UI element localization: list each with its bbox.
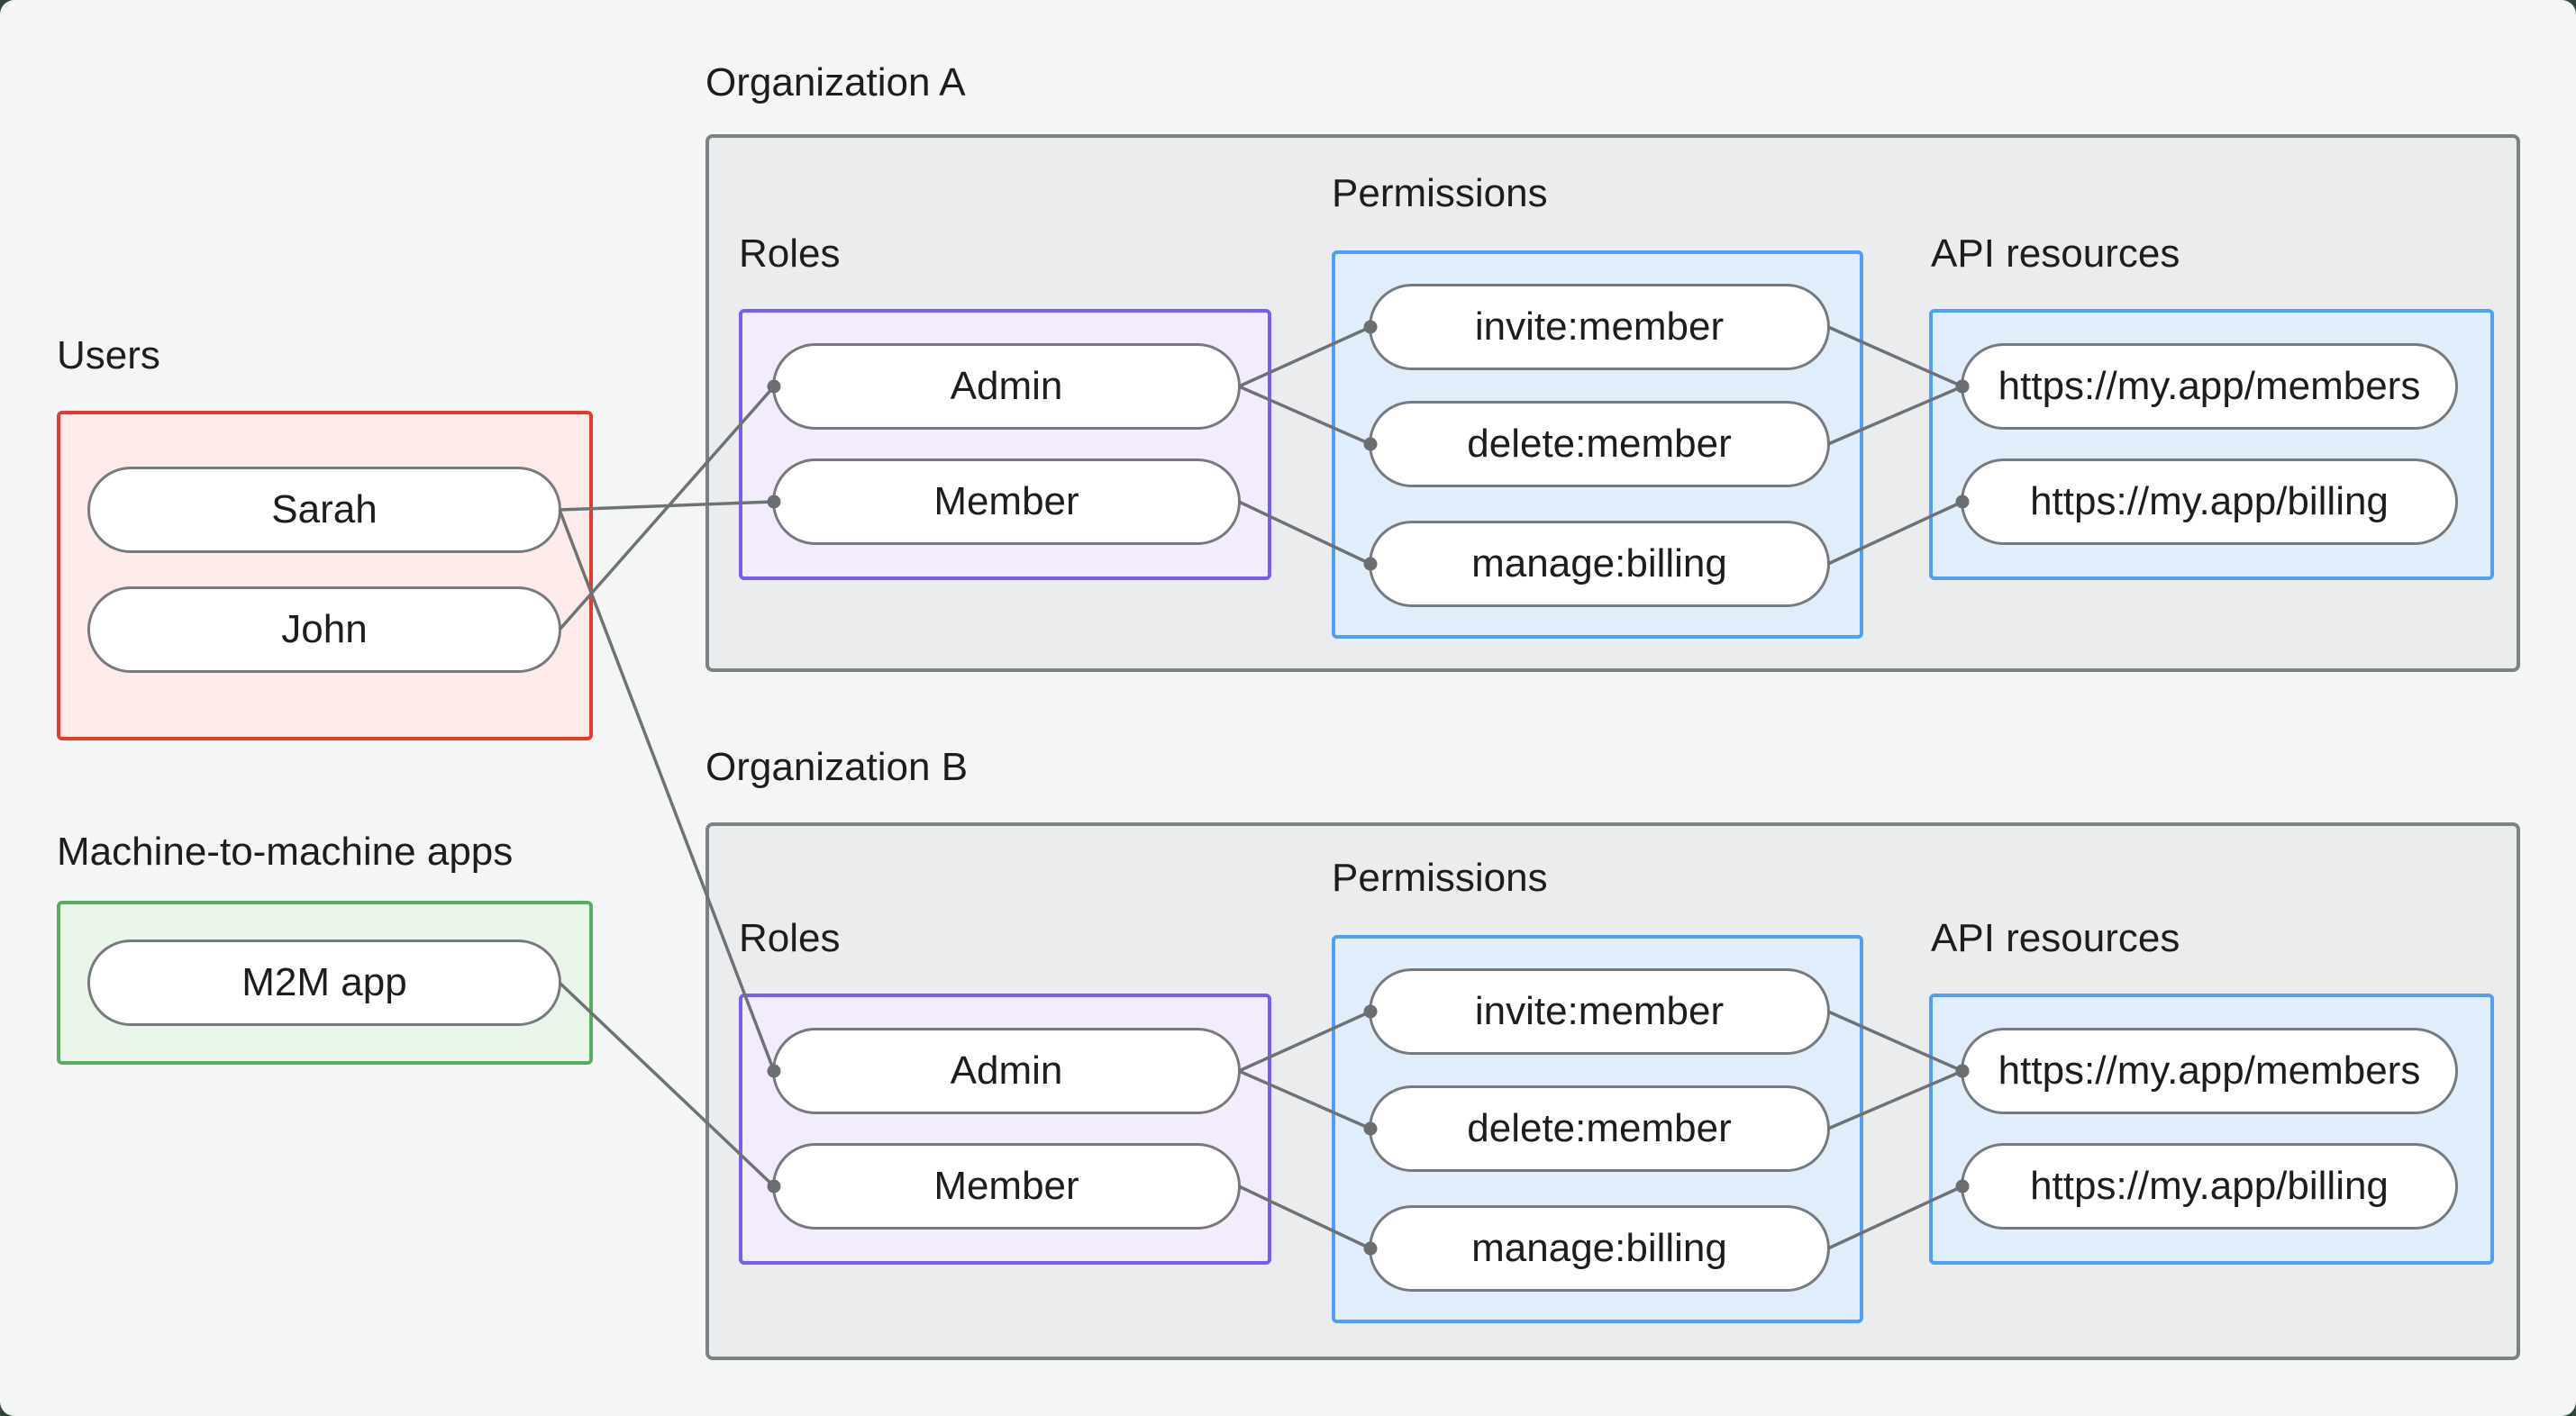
- users-group-label: Users: [57, 333, 160, 377]
- node-org-a-role-admin-label: Admin: [950, 364, 1063, 408]
- node-org-b-perm-manage-billing-label: manage:billing: [1471, 1226, 1727, 1270]
- node-org-a-role-member: Member: [772, 458, 1241, 545]
- node-org-b-perm-invite-member: invite:member: [1369, 968, 1830, 1055]
- node-org-b-api-members: https://my.app/members: [1961, 1028, 2458, 1114]
- node-org-b-perm-delete-member-label: delete:member: [1467, 1106, 1732, 1150]
- node-org-b-role-admin: Admin: [772, 1028, 1241, 1114]
- node-org-a-role-member-label: Member: [933, 479, 1079, 523]
- m2m-group-label: Machine-to-machine apps: [57, 830, 514, 874]
- node-org-a-perm-manage-billing-label: manage:billing: [1471, 541, 1727, 585]
- node-org-a-api-billing: https://my.app/billing: [1961, 458, 2458, 545]
- node-org-b-role-member: Member: [772, 1143, 1241, 1230]
- node-org-b-perm-manage-billing: manage:billing: [1369, 1205, 1830, 1292]
- node-org-b-perm-delete-member: delete:member: [1369, 1085, 1830, 1172]
- org-a-roles-label: Roles: [739, 231, 841, 276]
- node-org-b-api-members-label: https://my.app/members: [1998, 1048, 2421, 1093]
- org-b-permissions-label: Permissions: [1332, 856, 1548, 900]
- users-group-box: [57, 411, 593, 740]
- org-b-roles-label: Roles: [739, 916, 841, 960]
- node-org-a-api-members-label: https://my.app/members: [1998, 364, 2421, 408]
- node-org-a-api-members: https://my.app/members: [1961, 343, 2458, 430]
- node-org-a-perm-delete-member-label: delete:member: [1467, 422, 1732, 466]
- node-org-b-api-billing: https://my.app/billing: [1961, 1143, 2458, 1230]
- org-a-title: Organization A: [705, 60, 966, 104]
- node-org-a-role-admin: Admin: [772, 343, 1241, 430]
- node-user-sarah-label: Sarah: [271, 487, 378, 531]
- node-org-b-api-billing-label: https://my.app/billing: [2030, 1164, 2389, 1208]
- node-org-a-perm-invite-member: invite:member: [1369, 284, 1830, 370]
- node-user-john-label: John: [281, 607, 368, 651]
- org-b-api-resources-label: API resources: [1931, 916, 2180, 960]
- node-org-a-perm-delete-member: delete:member: [1369, 401, 1830, 487]
- node-org-b-role-admin-label: Admin: [950, 1048, 1063, 1093]
- org-b-title: Organization B: [705, 745, 969, 789]
- node-m2m-app: M2M app: [87, 939, 561, 1026]
- node-org-a-api-billing-label: https://my.app/billing: [2030, 479, 2389, 523]
- node-user-sarah: Sarah: [87, 467, 561, 553]
- node-org-a-perm-manage-billing: manage:billing: [1369, 521, 1830, 607]
- org-a-permissions-label: Permissions: [1332, 171, 1548, 215]
- node-user-john: John: [87, 586, 561, 673]
- node-org-a-perm-invite-member-label: invite:member: [1474, 304, 1725, 349]
- node-org-b-role-member-label: Member: [933, 1164, 1079, 1208]
- org-a-api-resources-label: API resources: [1931, 231, 2180, 276]
- node-m2m-app-label: M2M app: [241, 960, 407, 1004]
- node-org-b-perm-invite-member-label: invite:member: [1474, 989, 1725, 1033]
